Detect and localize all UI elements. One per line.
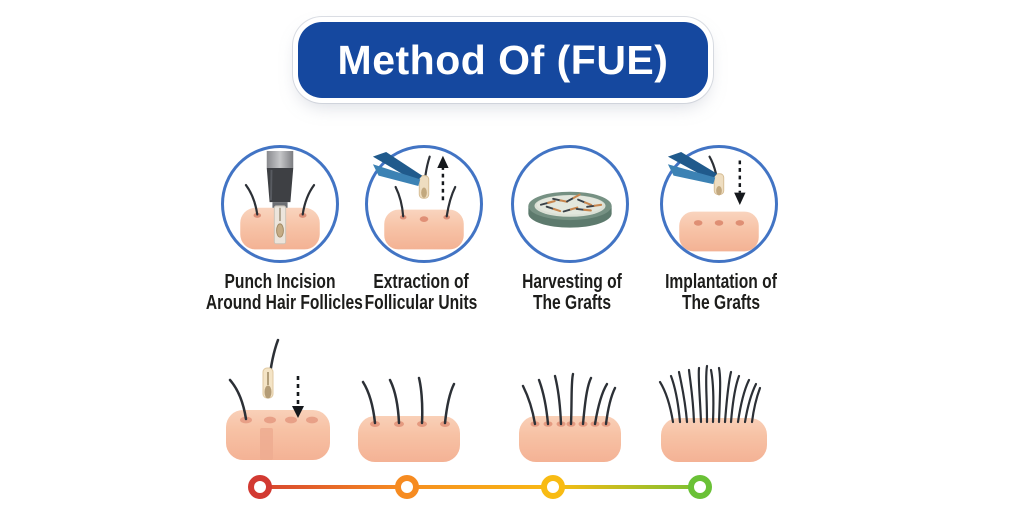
timeline-marker-3 [541, 475, 565, 499]
step-label-implantation: Implantation of The Grafts [626, 272, 816, 314]
step-label-harvesting: Harvesting of The Grafts [477, 272, 667, 314]
early-growth-stage-icon [358, 376, 460, 462]
harvested-grafts [539, 193, 603, 213]
follicle-hole [285, 416, 297, 424]
title-badge: Method Of (FUE) [298, 22, 708, 98]
step-label-extraction: Extraction of Follicular Units [326, 272, 516, 314]
growth-stage-4 [645, 336, 795, 466]
skin-patch [661, 418, 767, 462]
full-growth-stage-icon [658, 364, 767, 462]
hair [445, 185, 457, 218]
follicle-hole [735, 220, 745, 226]
skin-patch [358, 416, 460, 462]
step-circle-harvesting [511, 145, 629, 263]
tweezers-implantation-icon [667, 151, 759, 252]
label-line: The Grafts [532, 292, 612, 314]
tweezers [667, 151, 718, 185]
graft-with-bulb [262, 338, 280, 399]
arrow-down-dashed [734, 160, 746, 205]
label-line: The Grafts [681, 292, 761, 314]
punch-tool [266, 151, 294, 245]
growth-stage-1 [210, 336, 360, 466]
skin-crease [260, 428, 273, 460]
hairs [658, 364, 762, 424]
follicle-hole [306, 416, 318, 424]
petri-dish [528, 191, 612, 228]
mid-growth-stage-icon [519, 372, 621, 462]
follicle-graft [276, 223, 284, 238]
skin-patch [384, 209, 464, 250]
punch-tool-icon [240, 151, 320, 250]
growth-stage-2 [350, 336, 500, 466]
timeline-marker-1 [248, 475, 272, 499]
step-circle-punch-incision [221, 145, 339, 263]
hair [228, 378, 248, 421]
step-circle-implantation [660, 145, 778, 263]
graft-implant-stage-icon [226, 338, 330, 460]
label-line: Punch Incision [224, 271, 336, 293]
skin-patch [226, 410, 330, 460]
petri-dish-icon [528, 191, 612, 228]
growth-stage-3 [505, 336, 655, 466]
arrow-down-dashed [292, 376, 304, 418]
tweezers [372, 151, 423, 187]
follicle-hole [714, 220, 724, 226]
skin-patch [679, 211, 759, 252]
timeline-marker-2 [395, 475, 419, 499]
label-line: Around Hair Follicles [205, 292, 363, 314]
follicle-hole [693, 220, 703, 226]
label-line: Extraction of [373, 271, 469, 293]
label-line: Implantation of [665, 271, 777, 293]
follicle-hole [264, 416, 276, 424]
step-label-punch-incision: Punch Incision Around Hair Follicles [185, 272, 375, 314]
hairs [521, 372, 617, 426]
step-circle-extraction [365, 145, 483, 263]
extracted-graft [418, 155, 431, 199]
tweezers-extraction-icon [372, 151, 464, 250]
hair [394, 185, 405, 218]
extraction-hole [419, 216, 429, 222]
skin-patch [519, 416, 621, 462]
progress-timeline [248, 475, 712, 499]
hair [301, 183, 316, 216]
timeline-marker-4 [688, 475, 712, 499]
label-line: Follicular Units [364, 292, 478, 314]
label-line: Harvesting of [522, 271, 622, 293]
hairs [361, 376, 456, 425]
hair [244, 183, 259, 216]
arrow-up-dashed [437, 155, 449, 201]
page-title: Method Of (FUE) [337, 36, 669, 83]
